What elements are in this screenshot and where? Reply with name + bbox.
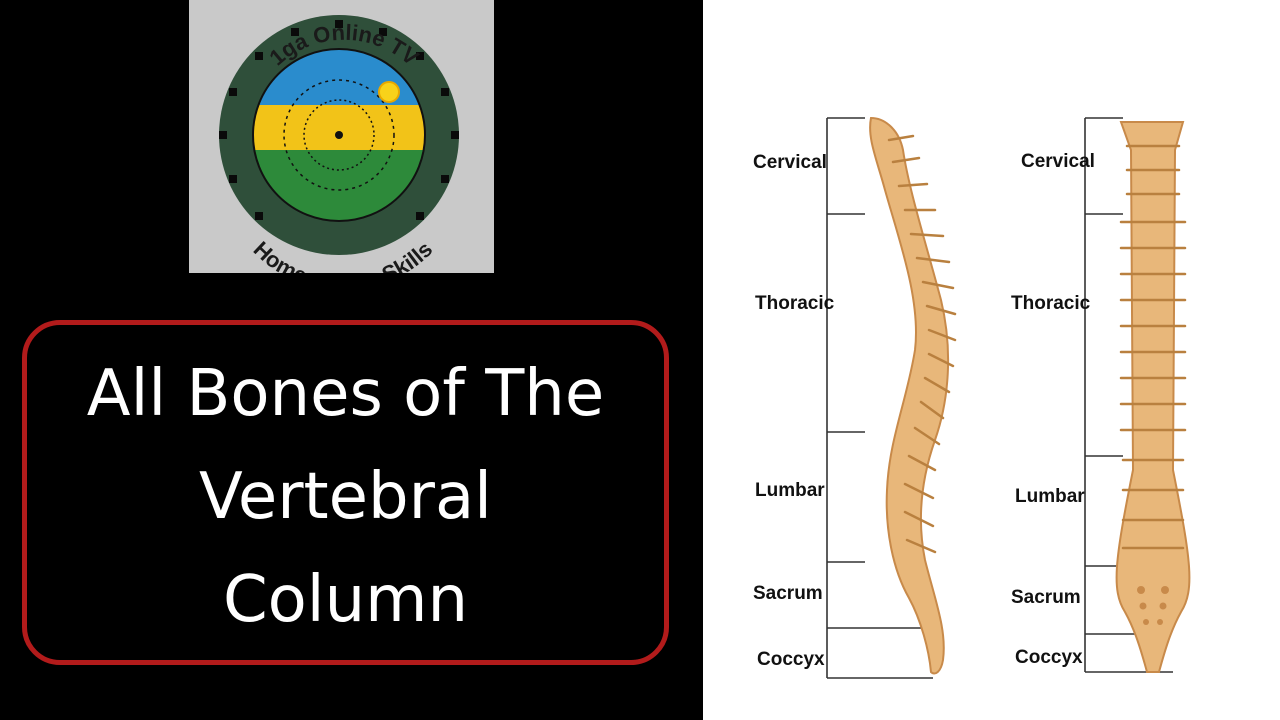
title-box: All Bones of The Vertebral Column (22, 320, 669, 665)
channel-logo: 1ga Online TV Home of New Skills (189, 0, 494, 273)
anterior-bracket (1084, 117, 1173, 673)
anterior-label-cervical: Cervical (1021, 151, 1095, 172)
title-line-2: Vertebral (199, 460, 492, 534)
lateral-label-thoracic: Thoracic (755, 293, 835, 314)
anterior-spine (1115, 121, 1191, 673)
title-line-1: All Bones of The (86, 357, 605, 431)
anterior-label-lumbar: Lumbar (1015, 486, 1085, 507)
lateral-label-lumbar: Lumbar (755, 480, 825, 501)
lateral-spine (869, 116, 957, 675)
left-panel: 1ga Online TV Home of New Skills All Bon… (22, 0, 669, 665)
lateral-bracket (826, 117, 933, 679)
anterior-label-coccyx: Coccyx (1015, 647, 1083, 668)
lateral-label-sacrum: Sacrum (753, 583, 823, 604)
anterior-label-sacrum: Sacrum (1011, 587, 1081, 608)
vertebral-column-diagram: Cervical Thoracic Lumbar Sacrum Coccyx C… (753, 116, 1191, 679)
slide-title: All Bones of The Vertebral Column (27, 343, 664, 652)
title-line-3: Column (222, 563, 469, 637)
anterior-label-thoracic: Thoracic (1011, 293, 1091, 314)
lateral-label-cervical: Cervical (753, 152, 827, 173)
lateral-label-coccyx: Coccyx (757, 649, 825, 670)
logo-graphic: 1ga Online TV Home of New Skills (219, 15, 459, 273)
